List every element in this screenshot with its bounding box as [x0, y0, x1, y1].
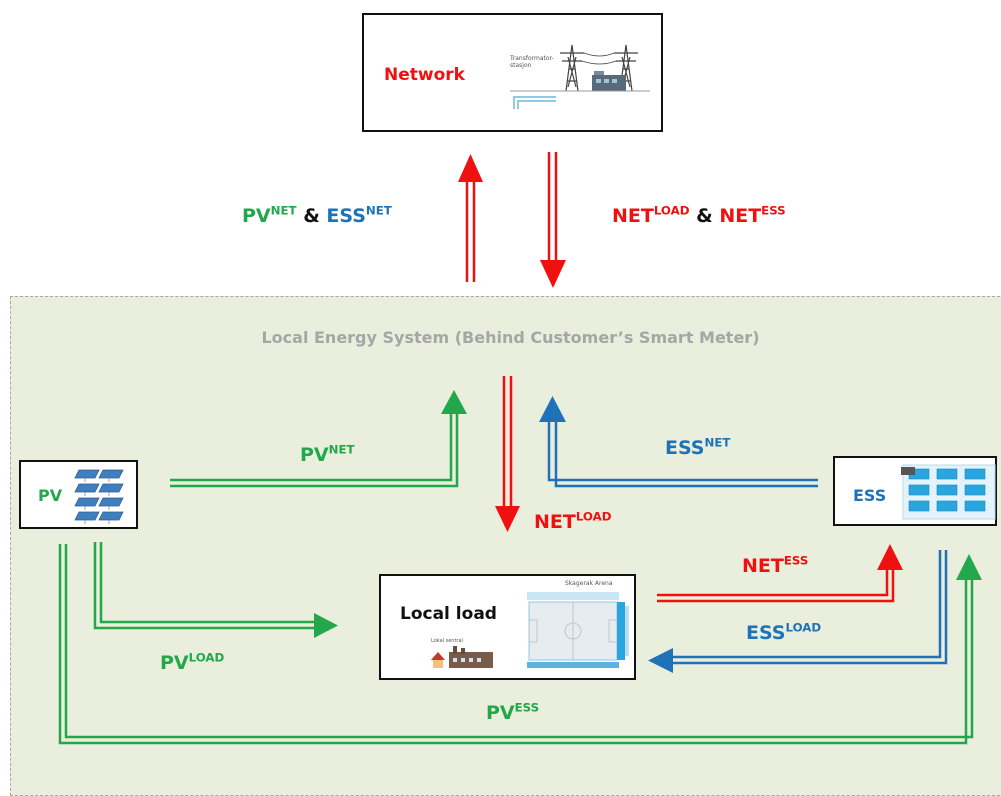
ess-load-label: ESSLOAD — [746, 620, 822, 644]
ess-node: ESS — [833, 456, 997, 526]
net-ess-base: NET — [719, 205, 762, 227]
local-load-label: Local load — [400, 604, 497, 624]
transformer-station-thumbnail: Transformator-stasjon — [510, 41, 650, 111]
arrowhead-pv-ess — [956, 554, 982, 580]
ess-net-base: ESS — [326, 205, 366, 227]
arrowhead-pv-load — [314, 613, 338, 638]
ampersand: & — [303, 205, 320, 227]
local-load-node: Local load Skagerak Arena Lokal sentral — [379, 574, 636, 680]
arrow-pv-load — [93, 542, 316, 630]
network-node: Network Transformator-stasjon — [362, 13, 663, 132]
factory-icon — [431, 646, 493, 668]
net-load-base: NET — [612, 205, 654, 227]
arrow-pv-ess — [58, 544, 974, 745]
top-left-flow-label: PVNET & ESSNET — [242, 205, 392, 227]
solar-panel-icon — [74, 469, 124, 524]
pv-net-label: PVNET — [300, 442, 355, 466]
pylon-icon — [510, 44, 650, 109]
pv-node: PV — [19, 460, 138, 529]
ampersand: & — [696, 205, 713, 227]
transformer-station-caption: Transformator-stasjon — [510, 55, 554, 69]
ess-net-sup: NET — [365, 203, 392, 218]
arena-caption: Skagerak Arena — [565, 580, 613, 587]
arrowhead-to-network — [458, 154, 483, 182]
arrow-to-network — [465, 180, 476, 282]
arrow-from-network — [547, 152, 558, 262]
arrow-ess-net — [547, 420, 818, 488]
arrow-net-ess — [657, 568, 895, 603]
net-ess-sup: ESS — [761, 203, 786, 218]
pv-net-base: PV — [242, 205, 271, 227]
net-ess-label: NETESS — [742, 553, 809, 577]
arrowhead-net-ess — [877, 544, 903, 570]
ess-net-label: ESSNET — [665, 435, 731, 459]
battery-storage-icon — [901, 464, 996, 520]
building-caption: Lokal sentral — [431, 638, 463, 644]
net-load-sup: LOAD — [653, 203, 690, 218]
stadium-icon — [523, 590, 631, 670]
local-energy-system-area — [10, 296, 1001, 796]
arena-thumbnail: Skagerak Arena — [523, 580, 631, 672]
arrowhead-net-load — [495, 506, 520, 532]
arrow-net-load — [502, 376, 513, 508]
network-label: Network — [384, 65, 465, 85]
pv-ess-label: PVESS — [486, 700, 540, 724]
ess-label: ESS — [853, 486, 887, 505]
arrow-ess-load — [672, 550, 948, 665]
arrowhead-from-network — [540, 260, 566, 288]
building-thumbnail: Lokal sentral — [429, 638, 501, 670]
pv-net-sup: NET — [270, 203, 297, 218]
pv-label: PV — [38, 486, 63, 505]
arrowhead-ess-load — [648, 648, 673, 673]
arrowhead-pv-net — [441, 390, 467, 414]
top-right-flow-label: NETLOAD & NETESS — [612, 205, 786, 227]
arrowhead-ess-net — [539, 396, 566, 422]
net-load-label: NETLOAD — [534, 509, 612, 533]
system-title: Local Energy System (Behind Customer’s S… — [261, 328, 760, 347]
arrow-pv-net — [170, 412, 459, 488]
pv-load-label: PVLOAD — [160, 650, 225, 674]
